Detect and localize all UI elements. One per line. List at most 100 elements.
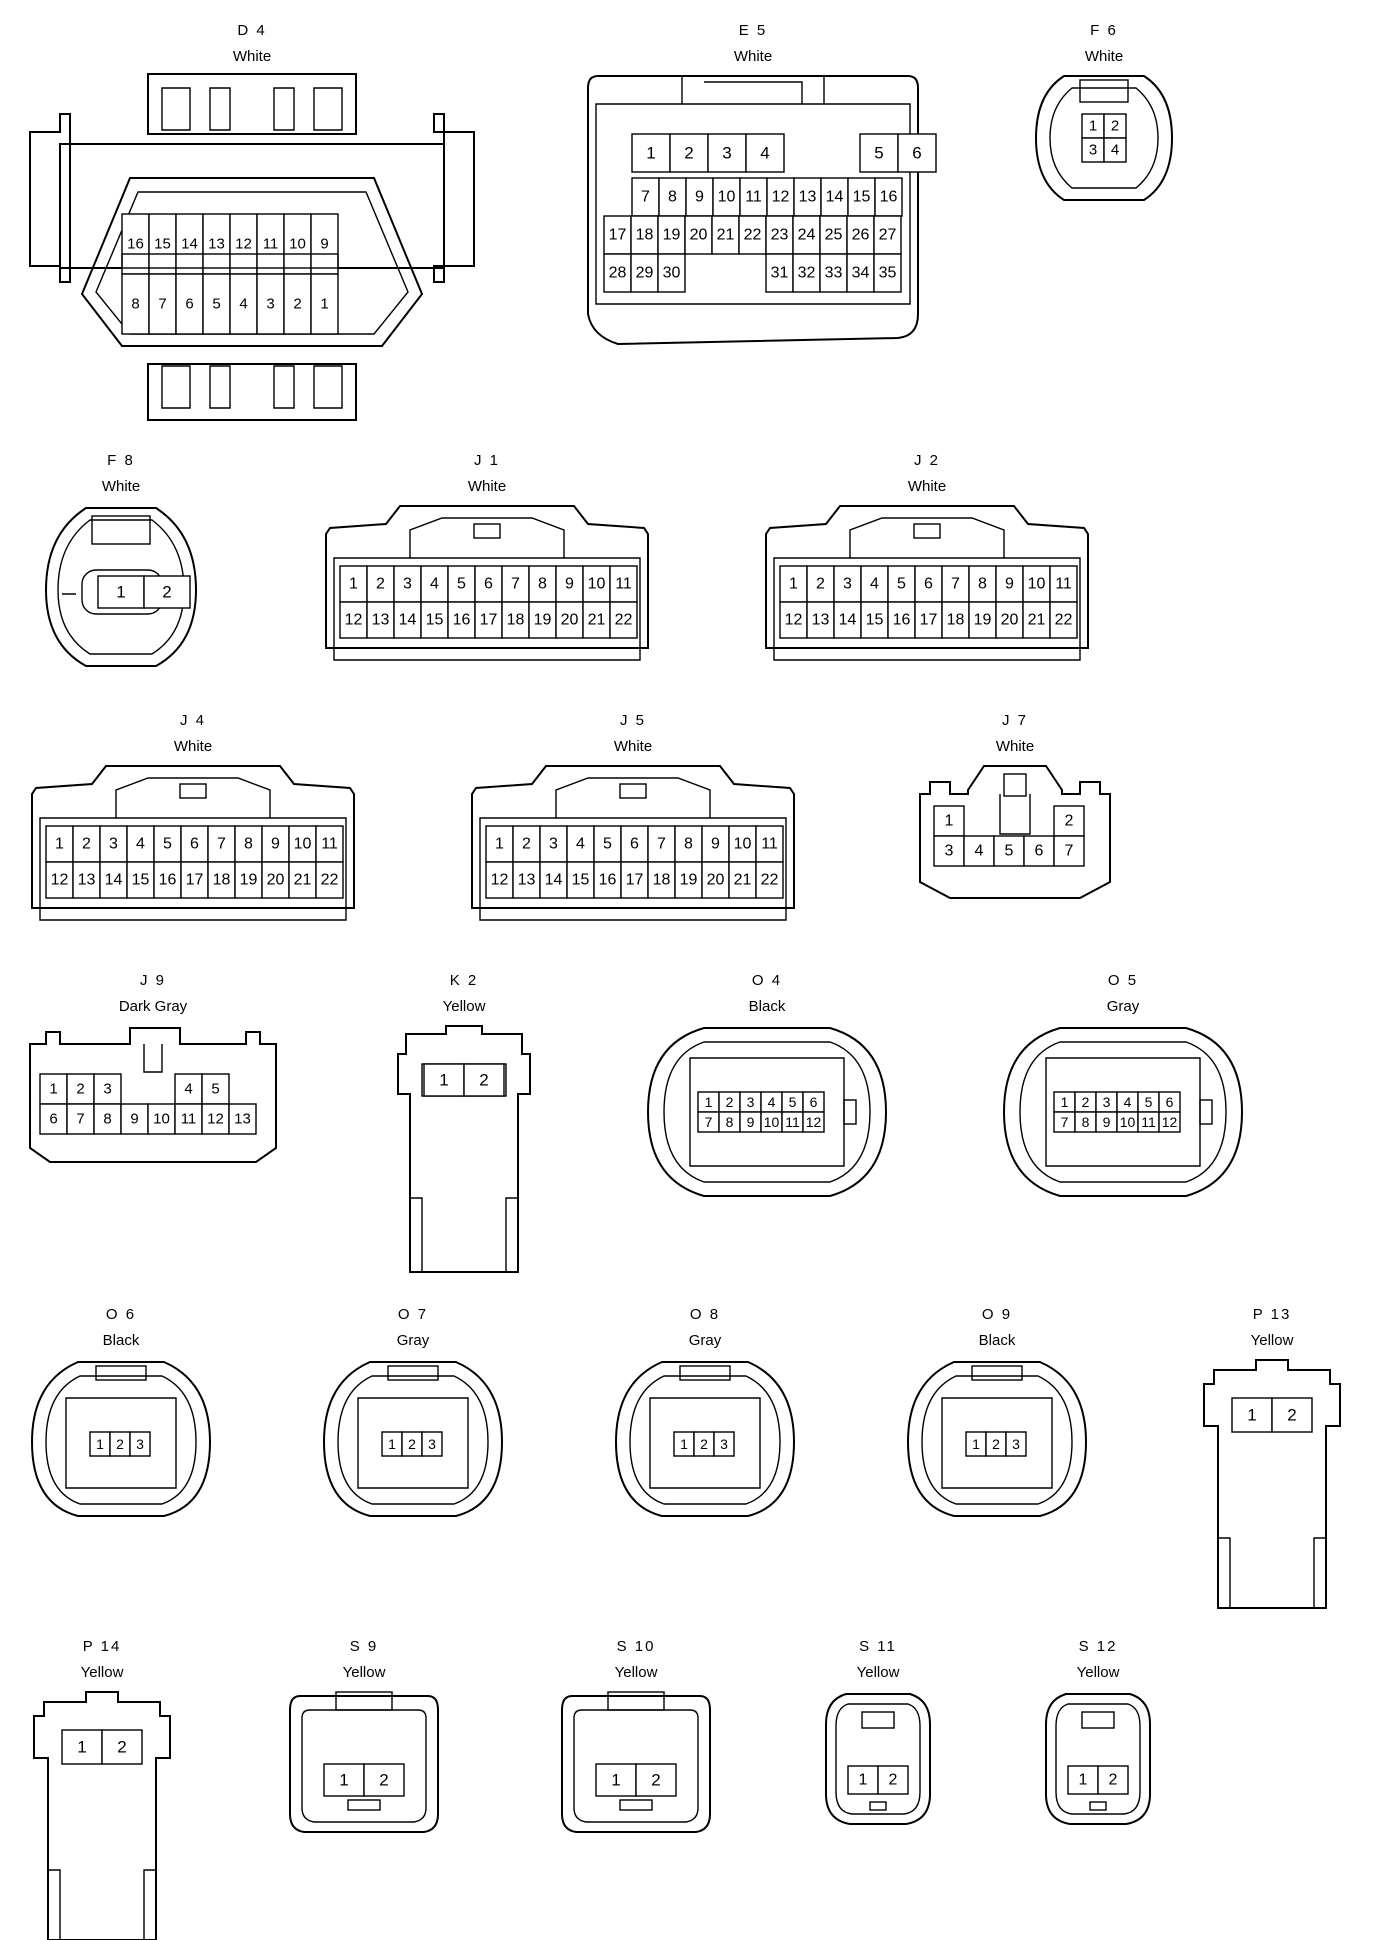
pin-number: 11: [785, 1114, 800, 1130]
pin-cavity: [363, 1763, 405, 1797]
outline: [115, 777, 271, 818]
pin-cavity: [234, 861, 263, 899]
outline: [409, 517, 565, 558]
outline: [869, 1801, 887, 1811]
pin-number: 28: [609, 265, 627, 282]
pin-number: 19: [974, 612, 992, 629]
connector-color: Gray: [688, 1332, 722, 1349]
pin-cavity: [874, 177, 903, 217]
pin-number: 18: [213, 872, 231, 889]
pin-number: 2: [522, 836, 531, 853]
pin-number: 2: [726, 1094, 734, 1110]
connector-id: J 2: [913, 452, 940, 469]
pin-number: 9: [747, 1114, 755, 1130]
outline: [161, 87, 343, 131]
pin-number: 12: [785, 612, 803, 629]
connector-color: Yellow: [442, 998, 486, 1015]
pin-number: 6: [924, 576, 933, 593]
pin-cavity: [684, 215, 713, 255]
pin-cavity: [887, 565, 916, 603]
pin-number: 2: [116, 1436, 124, 1452]
pin-number: 5: [603, 836, 612, 853]
pin-number: 10: [1028, 576, 1046, 593]
pin-number: 5: [457, 576, 466, 593]
pin-number: 6: [810, 1094, 818, 1110]
outline: [1049, 87, 1159, 189]
pin-cavity: [512, 825, 541, 863]
pin-cavity: [995, 565, 1024, 603]
pin-number: 8: [668, 189, 677, 206]
pin-cavity: [1022, 565, 1051, 603]
pin-number: 8: [103, 1111, 111, 1128]
pin-number: 10: [718, 189, 736, 206]
connector-id: O 9: [981, 1306, 1013, 1323]
pin-cavity: [609, 601, 638, 639]
pin-number: 6: [912, 144, 921, 163]
pin-number: 5: [212, 296, 220, 313]
outline: [30, 1361, 212, 1517]
pin-cavity: [582, 601, 611, 639]
pin-number: 15: [426, 612, 444, 629]
pin-cavity: [147, 1103, 176, 1135]
pin-number: 3: [549, 836, 558, 853]
pin-number: 26: [852, 227, 870, 244]
pin-number: 20: [561, 612, 579, 629]
outline: [479, 908, 787, 921]
pin-number: 1: [972, 1436, 980, 1452]
pin-cavity: [620, 861, 649, 899]
pin-cavity: [1023, 835, 1055, 867]
pin-cavity: [174, 1103, 203, 1135]
pin-number: 5: [211, 1081, 219, 1098]
pin-number: 8: [978, 576, 987, 593]
connector-color: Yellow: [614, 1664, 658, 1681]
pin-number: 1: [680, 1436, 688, 1452]
outline: [825, 1693, 931, 1825]
pin-number: 8: [244, 836, 253, 853]
pin-cavity: [143, 575, 191, 609]
pin-number: 15: [154, 236, 171, 253]
pin-number: 11: [761, 836, 778, 853]
pin-cavity: [873, 215, 902, 255]
connector-id: J 9: [139, 972, 166, 989]
pin-cavity: [635, 1763, 677, 1797]
connector-color: Yellow: [342, 1664, 386, 1681]
pin-cavity: [310, 273, 339, 335]
outline: [663, 1041, 871, 1183]
pin-number: 1: [495, 836, 504, 853]
pin-cavity: [707, 133, 747, 173]
connector-color: White: [733, 48, 773, 65]
outline: [33, 1691, 171, 1940]
outline: [143, 1044, 163, 1073]
pin-cavity: [283, 273, 312, 335]
outline: [65, 1397, 177, 1489]
pin-number: 21: [1028, 612, 1046, 629]
outline: [45, 1375, 197, 1505]
pin-cavity: [701, 861, 730, 899]
pin-number: 3: [720, 1436, 728, 1452]
pin-number: 16: [599, 872, 617, 889]
pin-number: 18: [636, 227, 654, 244]
connector-color: Black: [748, 998, 786, 1015]
pin-number: 21: [588, 612, 606, 629]
connector-id: D 4: [237, 22, 267, 39]
connector-color: White: [173, 738, 213, 755]
pin-cavity: [877, 1765, 909, 1795]
pin-cavity: [420, 565, 449, 603]
pin-number: 14: [105, 872, 123, 889]
pin-number: 3: [266, 296, 274, 313]
pin-number: 1: [49, 1081, 57, 1098]
pin-number: 1: [55, 836, 64, 853]
pin-cavity: [447, 601, 476, 639]
connector-id: S 12: [1078, 1638, 1118, 1655]
pin-cavity: [620, 825, 649, 863]
pin-number: 7: [1065, 843, 1074, 860]
outline: [29, 1027, 277, 1163]
outline: [1019, 1041, 1227, 1183]
pin-number: 23: [771, 227, 789, 244]
connector-id: S 9: [349, 1638, 379, 1655]
connector-id: O 8: [689, 1306, 721, 1323]
outline: [95, 1365, 147, 1381]
pin-number: 7: [951, 576, 960, 593]
